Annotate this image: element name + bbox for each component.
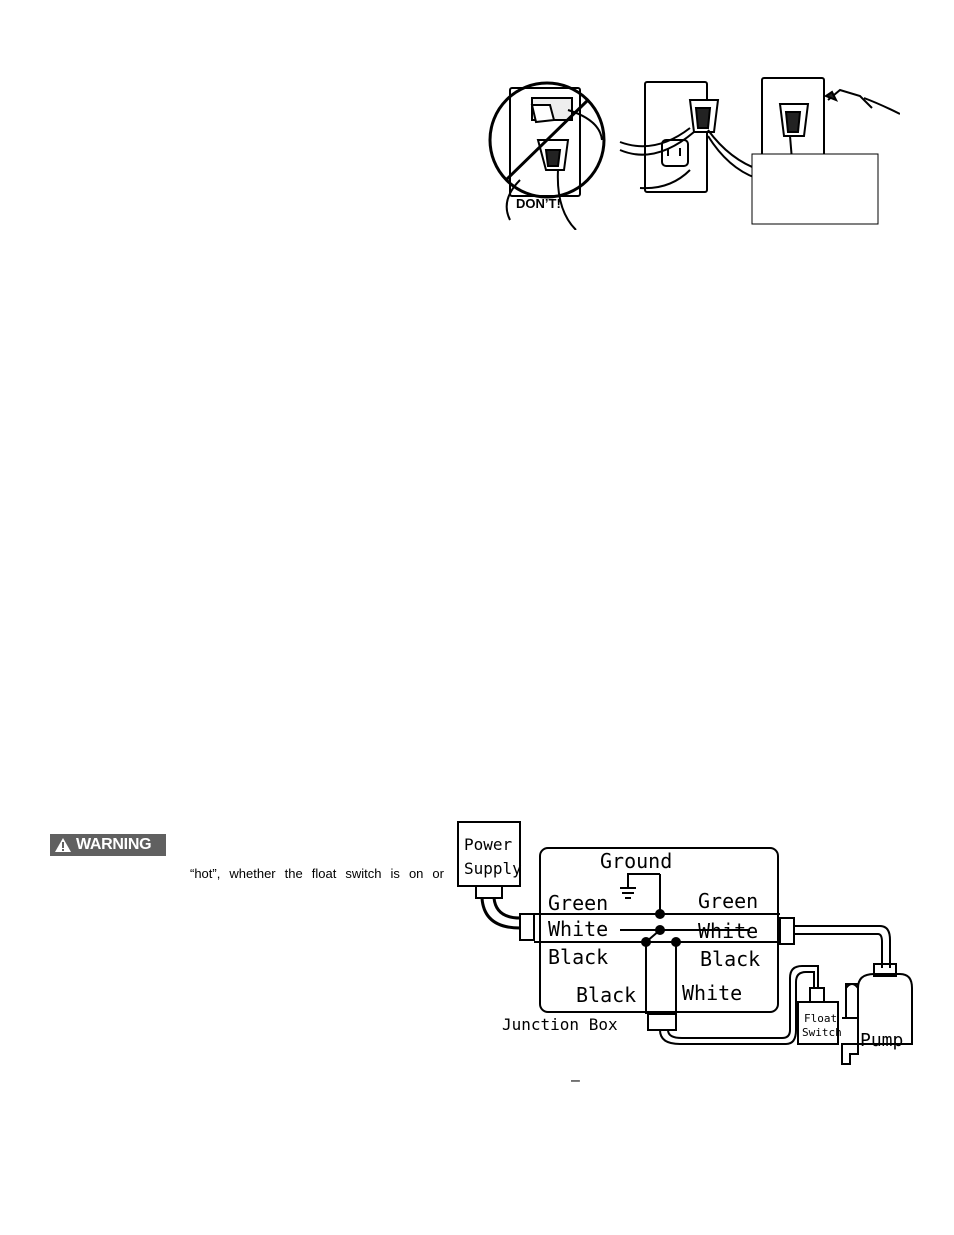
junction-box-label: Junction Box xyxy=(502,1015,618,1034)
power-supply-label-2: Supply xyxy=(464,859,522,878)
pump-body xyxy=(841,973,913,1065)
warning-text: “hot”, whether the float switch is on or xyxy=(190,866,444,881)
outlet-plate-2 xyxy=(644,81,708,193)
white-left-label: White xyxy=(548,917,608,941)
junction-box xyxy=(539,847,779,1013)
float-switch-label-2: Switch xyxy=(802,1026,842,1039)
float-switch-label-1: Float xyxy=(804,1012,837,1025)
power-supply-label-1: Power xyxy=(464,835,513,854)
warning-badge: WARNING xyxy=(50,834,166,856)
prohibition-slash xyxy=(504,98,590,182)
ground-label: Ground xyxy=(600,849,672,873)
green-left-label: Green xyxy=(548,891,608,915)
plug-outlet-illustration xyxy=(488,77,900,230)
obscured-area xyxy=(751,153,879,225)
dont-label: DON’T! xyxy=(516,196,561,211)
warning-triangle-icon xyxy=(55,838,71,852)
pump-label: Pump xyxy=(860,1030,903,1051)
page-mark: – xyxy=(571,1072,580,1089)
white-right-label: White xyxy=(698,919,758,943)
wiring-diagram: Power Supply Ground Green Green White Wh… xyxy=(457,821,913,1065)
black-left-label: Black xyxy=(548,945,608,969)
prohibition-circle xyxy=(488,81,606,199)
white-bottom-label: White xyxy=(682,981,742,1005)
black-right-label: Black xyxy=(700,947,760,971)
green-right-label: Green xyxy=(698,889,758,913)
black-bottom-label: Black xyxy=(576,983,636,1007)
warning-badge-label: WARNING xyxy=(76,836,152,853)
